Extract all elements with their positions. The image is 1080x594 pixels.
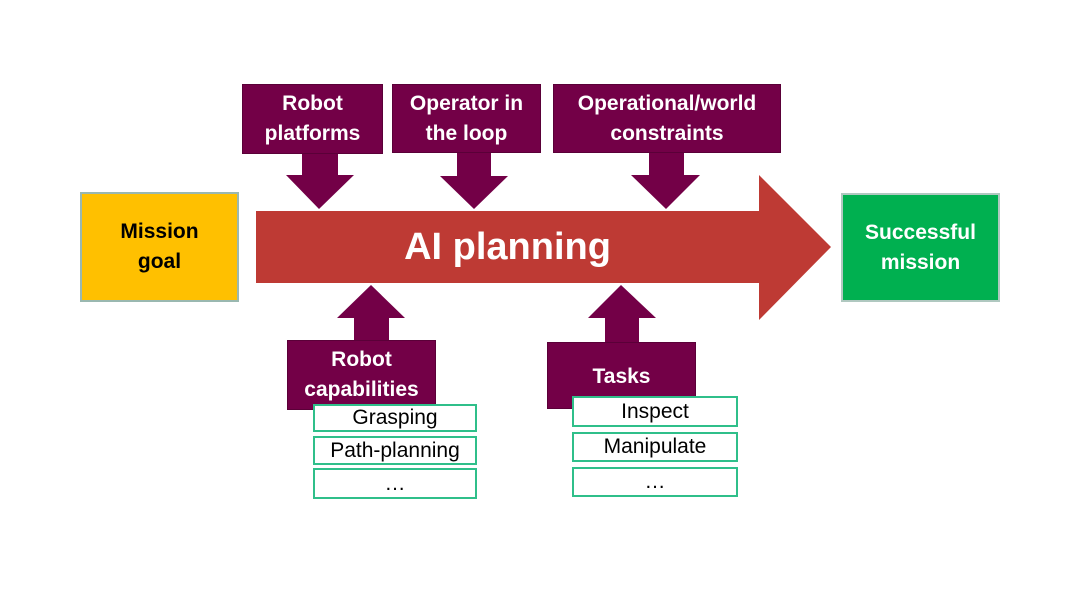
robot-platforms-label: Robot platforms — [264, 92, 361, 145]
robot-capabilities-label: Robot capabilities — [304, 348, 419, 401]
up-arrow-tasks — [588, 285, 656, 343]
successful-mission-label: Successful mission — [865, 220, 976, 274]
capability-item: … — [313, 468, 477, 499]
task-item: … — [572, 467, 738, 497]
successful-mission-box: Successful mission — [841, 193, 1000, 302]
down-arrow-constraints — [631, 153, 700, 209]
mission-goal-box: Mission goal — [80, 192, 239, 302]
capability-item: Grasping — [313, 404, 477, 432]
robot-platforms-box: Robot platforms — [242, 84, 383, 154]
up-arrow-capabilities — [337, 285, 405, 341]
main-arrow-label: AI planning — [404, 225, 611, 268]
main-arrow — [256, 175, 831, 320]
tasks-label: Tasks — [592, 365, 651, 388]
mission-goal-label: Mission goal — [120, 220, 199, 273]
operator-in-loop-box: Operator in the loop — [392, 84, 541, 153]
task-item: Inspect — [572, 396, 738, 427]
operator-in-loop-label: Operator in the loop — [409, 91, 524, 145]
capability-item: Path-planning — [313, 436, 477, 465]
robot-capabilities-box: Robot capabilities — [287, 340, 436, 410]
constraints-label: Operational/world constraints — [577, 91, 757, 145]
down-arrow-operator — [440, 153, 508, 209]
constraints-box: Operational/world constraints — [553, 84, 781, 153]
down-arrow-robot-platforms — [286, 153, 354, 209]
task-item: Manipulate — [572, 432, 738, 462]
